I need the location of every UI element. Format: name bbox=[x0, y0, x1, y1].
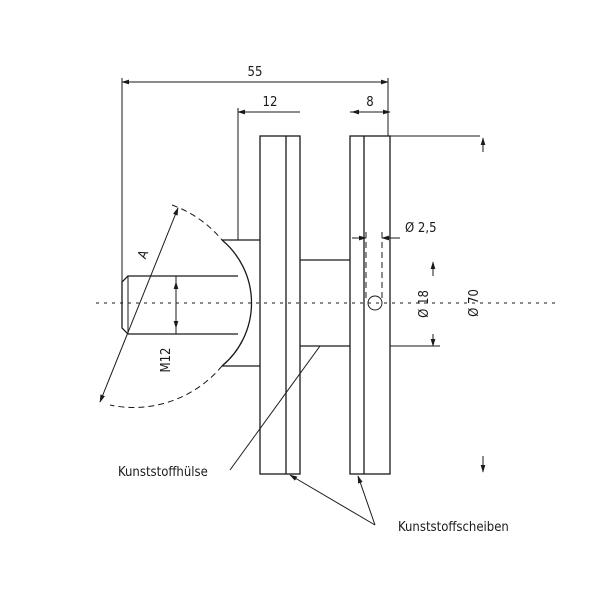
dim-inner-label: Ø 18 bbox=[417, 290, 432, 318]
dim-8-label: 8 bbox=[366, 95, 373, 110]
dimension-inner-diameter: Ø 18 bbox=[417, 261, 436, 347]
left-plastic-disc bbox=[259, 135, 301, 475]
sleeve-label: Kunststoffhülse bbox=[118, 465, 208, 480]
dimension-disc-thickness: 8 bbox=[350, 95, 391, 115]
thread-label: M12 bbox=[159, 348, 174, 373]
dome-cap bbox=[109, 204, 253, 408]
dim-outer-label: Ø 70 bbox=[467, 289, 482, 317]
dim-hole-label: Ø 2,5 bbox=[405, 221, 437, 236]
dimension-sleeve-length: 12 bbox=[237, 95, 300, 240]
dimension-outer-diameter: Ø 70 bbox=[467, 137, 486, 473]
discs-label: Kunststoffscheiben bbox=[398, 520, 509, 535]
dim-55-label: 55 bbox=[248, 65, 263, 80]
detail-marker-label: A bbox=[135, 248, 152, 261]
small-hole: Ø 2,5 bbox=[352, 221, 437, 311]
dim-12-label: 12 bbox=[263, 95, 278, 110]
discs-callout: Kunststoffscheiben bbox=[289, 474, 509, 535]
connecting-sleeve bbox=[300, 259, 350, 347]
dimension-overall-length: 55 bbox=[121, 65, 389, 320]
sleeve-callout: Kunststoffhülse bbox=[118, 345, 321, 480]
rear-sleeve bbox=[222, 239, 260, 367]
right-plastic-disc bbox=[349, 135, 391, 475]
